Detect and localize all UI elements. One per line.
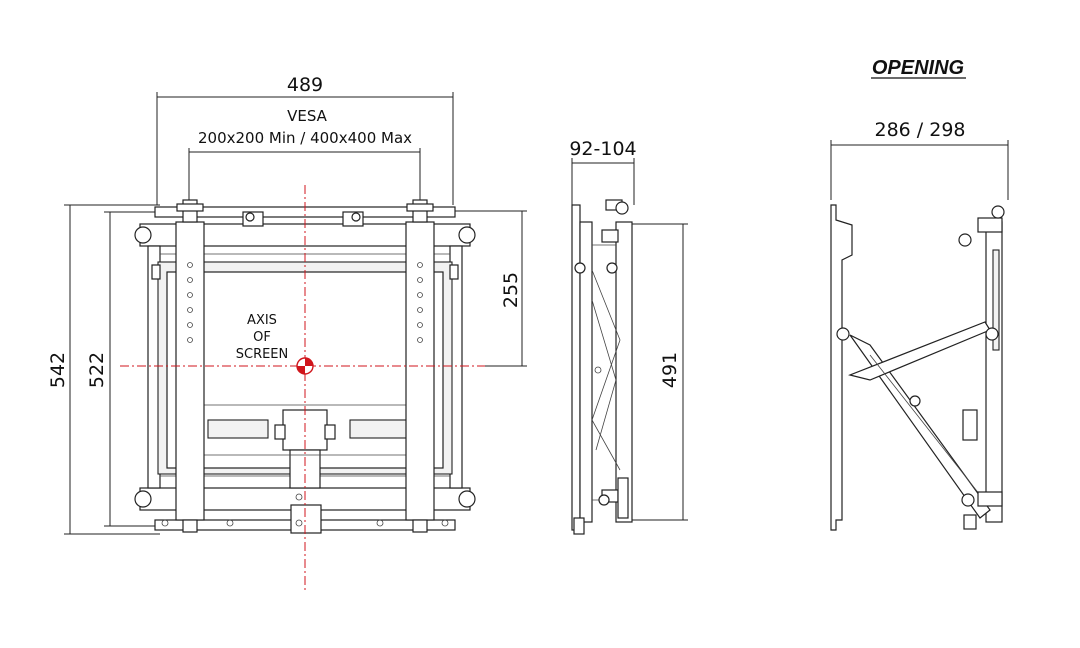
axis-text-2: OF xyxy=(253,330,271,345)
opening-title: OPENING xyxy=(872,57,964,79)
height-inner-label: 522 xyxy=(86,352,108,388)
dimension-depth: 92-104 xyxy=(569,138,637,205)
vesa-arm-right xyxy=(405,199,435,533)
opening-depth-label: 286 / 298 xyxy=(874,119,965,141)
vesa-arm-left xyxy=(175,199,205,533)
side-depth-label: 92-104 xyxy=(569,138,636,160)
axis-text-1: AXIS xyxy=(247,313,277,328)
dimension-opening-depth: 286 / 298 xyxy=(830,119,1009,200)
dimension-axis-255: 255 xyxy=(455,210,527,367)
side-height-label: 491 xyxy=(659,352,681,388)
opening-profile xyxy=(830,204,1005,531)
axis-of-screen: AXIS OF SCREEN xyxy=(120,185,485,590)
dimension-height-542: 542 xyxy=(47,204,160,535)
side-profile xyxy=(571,199,633,535)
vesa-range-label: 200x200 Min / 400x400 Max xyxy=(198,129,412,147)
dimension-vesa: VESA 200x200 Min / 400x400 Max xyxy=(188,107,421,205)
width-label: 489 xyxy=(287,74,323,96)
axis-text-3: SCREEN xyxy=(236,347,289,362)
front-view: 489 VESA 200x200 Min / 400x400 Max 542 5… xyxy=(47,74,527,590)
height-outer-label: 542 xyxy=(47,352,69,388)
axis-offset-label: 255 xyxy=(500,272,522,308)
dimension-height-491: 491 xyxy=(628,223,688,521)
opening-view: OPENING 286 / 298 xyxy=(830,57,1009,531)
vesa-label: VESA xyxy=(287,107,328,125)
side-view: 92-104 491 xyxy=(569,138,688,535)
dimension-height-522: 522 xyxy=(86,211,160,527)
dimension-width-489: 489 xyxy=(156,74,454,205)
